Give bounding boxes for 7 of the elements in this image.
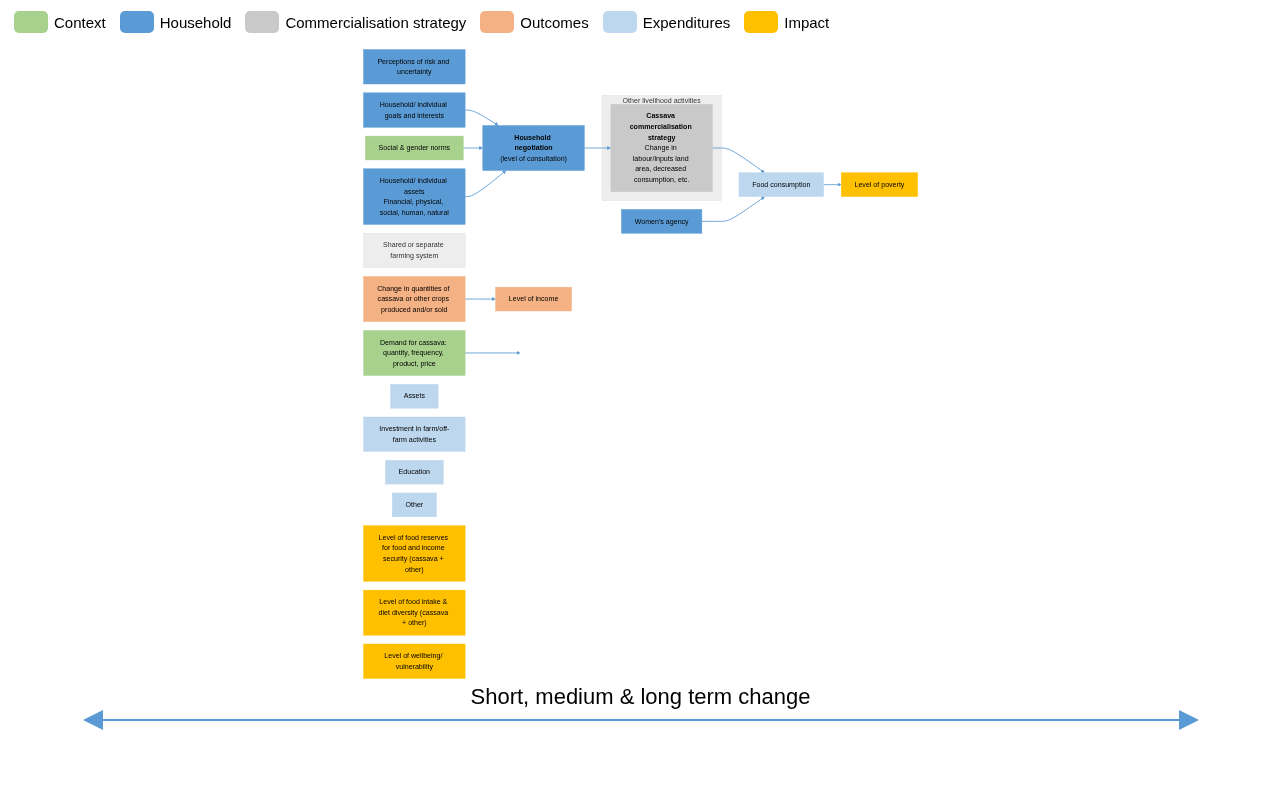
- timescale-label: Short, medium & long term change: [470, 684, 811, 710]
- legend-label: Household: [159, 13, 232, 31]
- legend-label: Expenditures: [642, 13, 731, 31]
- legend-label: Outcomes: [520, 13, 589, 31]
- legend-label: Impact: [784, 13, 830, 31]
- legend-label: Context: [54, 13, 106, 31]
- legend-label: Commercialisation strategy: [285, 13, 467, 31]
